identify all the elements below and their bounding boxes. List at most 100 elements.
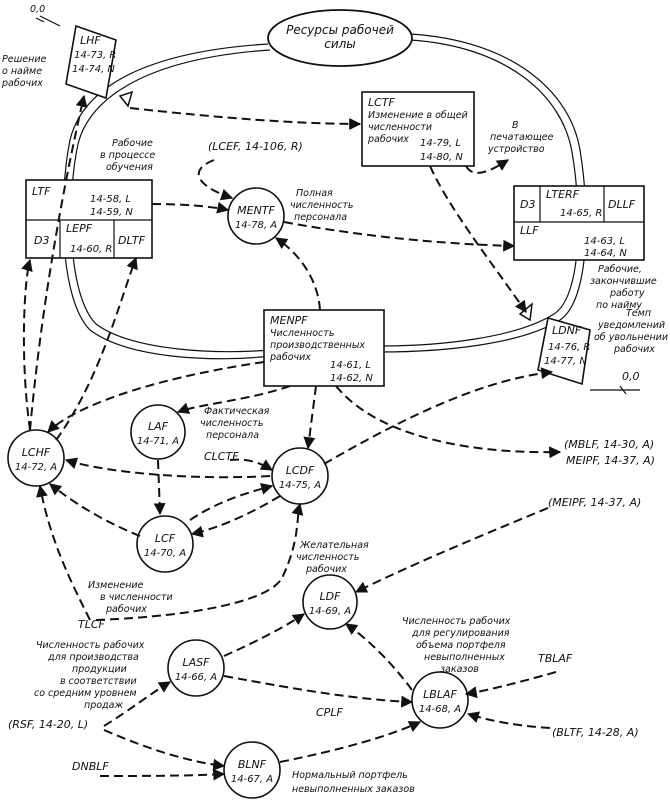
lterf-name: LTERF — [546, 188, 580, 201]
lblaf-eq: 14-68, A — [419, 704, 461, 715]
mentf-name: MENTF — [237, 204, 275, 217]
lhf-name: LHF — [80, 34, 101, 47]
ldf-node: LDF 14-69, A Желательная численность раб… — [296, 540, 369, 630]
blnf-node: BLNF 14-67, A Нормальный портфель невыпо… — [223, 741, 415, 799]
lhf-eq2: 14-74, N — [72, 64, 115, 75]
lchf-name: LCHF — [22, 446, 51, 459]
printer-caption-1: В — [512, 120, 519, 131]
lasf-caption-1: Численность рабочих — [36, 640, 145, 651]
bltf-ref: (BLTF, 14-28, A) — [552, 726, 639, 739]
lhf-source-label: 0,0 — [30, 4, 45, 15]
rsf-ref: (RSF, 14-20, L) — [8, 718, 88, 731]
ltf-eq3: 14-60, R — [70, 244, 112, 255]
lcdf-node: LCDF 14-75, A — [271, 447, 329, 505]
lchf-eq: 14-72, A — [15, 462, 57, 473]
ldnf-caption-4: рабочих — [613, 344, 655, 355]
lctf-desc-2: численности — [368, 122, 432, 133]
lasf-caption-3: продукции — [72, 664, 127, 675]
blnf-caption-1: Нормальный портфель — [292, 770, 408, 781]
lhf-caption-2: о найме — [2, 66, 42, 77]
lterf-dllf: DLLF — [608, 198, 636, 211]
printer-caption-3: устройство — [487, 144, 545, 155]
mentf-node: MENTF 14-78, A Полная численность персон… — [227, 187, 354, 245]
ltf-dltf: DLTF — [118, 234, 146, 247]
ldf-caption-2: численность — [296, 552, 360, 563]
laf-caption-3: персонала — [206, 430, 259, 441]
valve-lhf-icon — [118, 90, 134, 108]
lblaf-caption-4: невыполненных — [424, 652, 505, 663]
lcf-caption-2: в численности — [100, 592, 173, 603]
ltf-caption-2: в процессе — [100, 150, 155, 161]
lcf-name: LCF — [155, 532, 176, 545]
llf-eq2: 14-64, N — [584, 248, 627, 259]
menpf-desc-1: Численность — [270, 328, 334, 339]
laf-caption-2: численность — [200, 418, 264, 429]
lcf-node: LCF 14-70, A Изменение в численности раб… — [88, 515, 194, 615]
meipf-ref: (MEIPF, 14-37, A) — [548, 496, 641, 509]
lterf-caption-4: по найму — [596, 300, 642, 311]
lasf-eq: 14-66, A — [175, 672, 217, 683]
lblaf-caption-3: объема портфеля — [416, 640, 506, 651]
lcf-caption-1: Изменение — [88, 580, 144, 591]
mentf-caption-2: численность — [290, 200, 354, 211]
mblf-ref-2: MEIPF, 14-37, A) — [566, 454, 655, 467]
laf-caption-1: Фактическая — [204, 406, 270, 417]
ltf-node: LTF 14-58, L 14-59, N D3 LEPF 14-60, R D… — [25, 138, 155, 259]
blnf-caption-2: невыполненных заказов — [292, 784, 415, 795]
lterf-caption-1: Рабочие, — [598, 264, 642, 275]
lasf-node: LASF 14-66, A Численность рабочих для пр… — [34, 639, 225, 711]
lblaf-node: LBLAF 14-68, A Численность рабочих для р… — [402, 616, 511, 729]
lasf-caption-6: продаж — [84, 700, 123, 711]
lhf-node: LHF 14-73, R 14-74, N Решение о найме ра… — [1, 4, 117, 100]
lasf-caption-2: для производства — [47, 652, 139, 663]
menpf-eq2: 14-62, N — [330, 373, 373, 384]
clctf-label: CLCTF — [204, 450, 239, 463]
laf-node: LAF 14-71, A Фактическая численность пер… — [130, 404, 270, 460]
lcef-ref: (LCEF, 14-106, R) — [208, 140, 303, 153]
lterf-delay: D3 — [520, 198, 535, 211]
laf-name: LAF — [148, 420, 169, 433]
ltf-delay: D3 — [34, 234, 49, 247]
ldnf-caption-2: уведомлений — [597, 320, 665, 331]
printer-caption-2: печатающее — [490, 132, 554, 143]
lcf-eq: 14-70, A — [144, 548, 186, 559]
cplf-label: CPLF — [316, 706, 343, 719]
menpf-eq1: 14-61, L — [330, 360, 371, 371]
blnf-name: BLNF — [238, 758, 267, 771]
lterf-caption-2: закончившие — [590, 276, 657, 287]
lctf-name: LCTF — [368, 96, 396, 109]
lterf-llf-node: D3 LTERF 14-65, R DLLF LLF 14-63, L 14-6… — [513, 185, 657, 311]
mentf-caption-1: Полная — [296, 188, 333, 199]
dnblf-label: DNBLF — [72, 760, 109, 773]
menpf-name: MENPF — [270, 314, 308, 327]
ltf-eq1: 14-58, L — [90, 194, 131, 205]
lchf-node: LCHF 14-72, A — [7, 429, 65, 487]
lhf-eq1: 14-73, R — [74, 50, 116, 61]
lctf-eq1: 14-79, L — [420, 138, 461, 149]
ltf-caption-1: Рабочие — [112, 138, 153, 149]
ldnf-sink-label: 0,0 — [622, 370, 640, 383]
lcdf-eq: 14-75, A — [279, 480, 321, 491]
lctf-eq2: 14-80, N — [420, 152, 463, 163]
lctf-desc-1: Изменение в общей — [368, 110, 468, 121]
mentf-eq: 14-78, A — [235, 220, 277, 231]
lasf-caption-5: со средним уровнем — [34, 688, 137, 699]
lctf-node: LCTF Изменение в общей численности рабоч… — [361, 91, 554, 167]
tblaf-label: TBLAF — [538, 652, 573, 665]
lasf-name: LASF — [183, 656, 211, 669]
labor-resources-node: Ресурсы рабочей силы — [267, 9, 413, 67]
lasf-caption-4: в соответствии — [60, 676, 137, 687]
lblaf-caption-2: для регулирования — [411, 628, 510, 639]
lblaf-name: LBLAF — [423, 688, 457, 701]
llf-eq1: 14-63, L — [584, 236, 625, 247]
laf-eq: 14-71, A — [137, 436, 179, 447]
information-links — [21, 94, 562, 781]
lctf-desc-3: рабочих — [367, 134, 409, 145]
ldf-caption-3: рабочих — [305, 564, 347, 575]
ltf-lepf: LEPF — [66, 222, 93, 235]
lblaf-caption-5: заказов — [440, 664, 479, 675]
lterf-eq1: 14-65, R — [560, 208, 602, 219]
lcf-caption-3: рабочих — [105, 604, 147, 615]
ldf-caption-1: Желательная — [299, 540, 369, 551]
ldnf-eq2: 14-77, N — [544, 356, 587, 367]
